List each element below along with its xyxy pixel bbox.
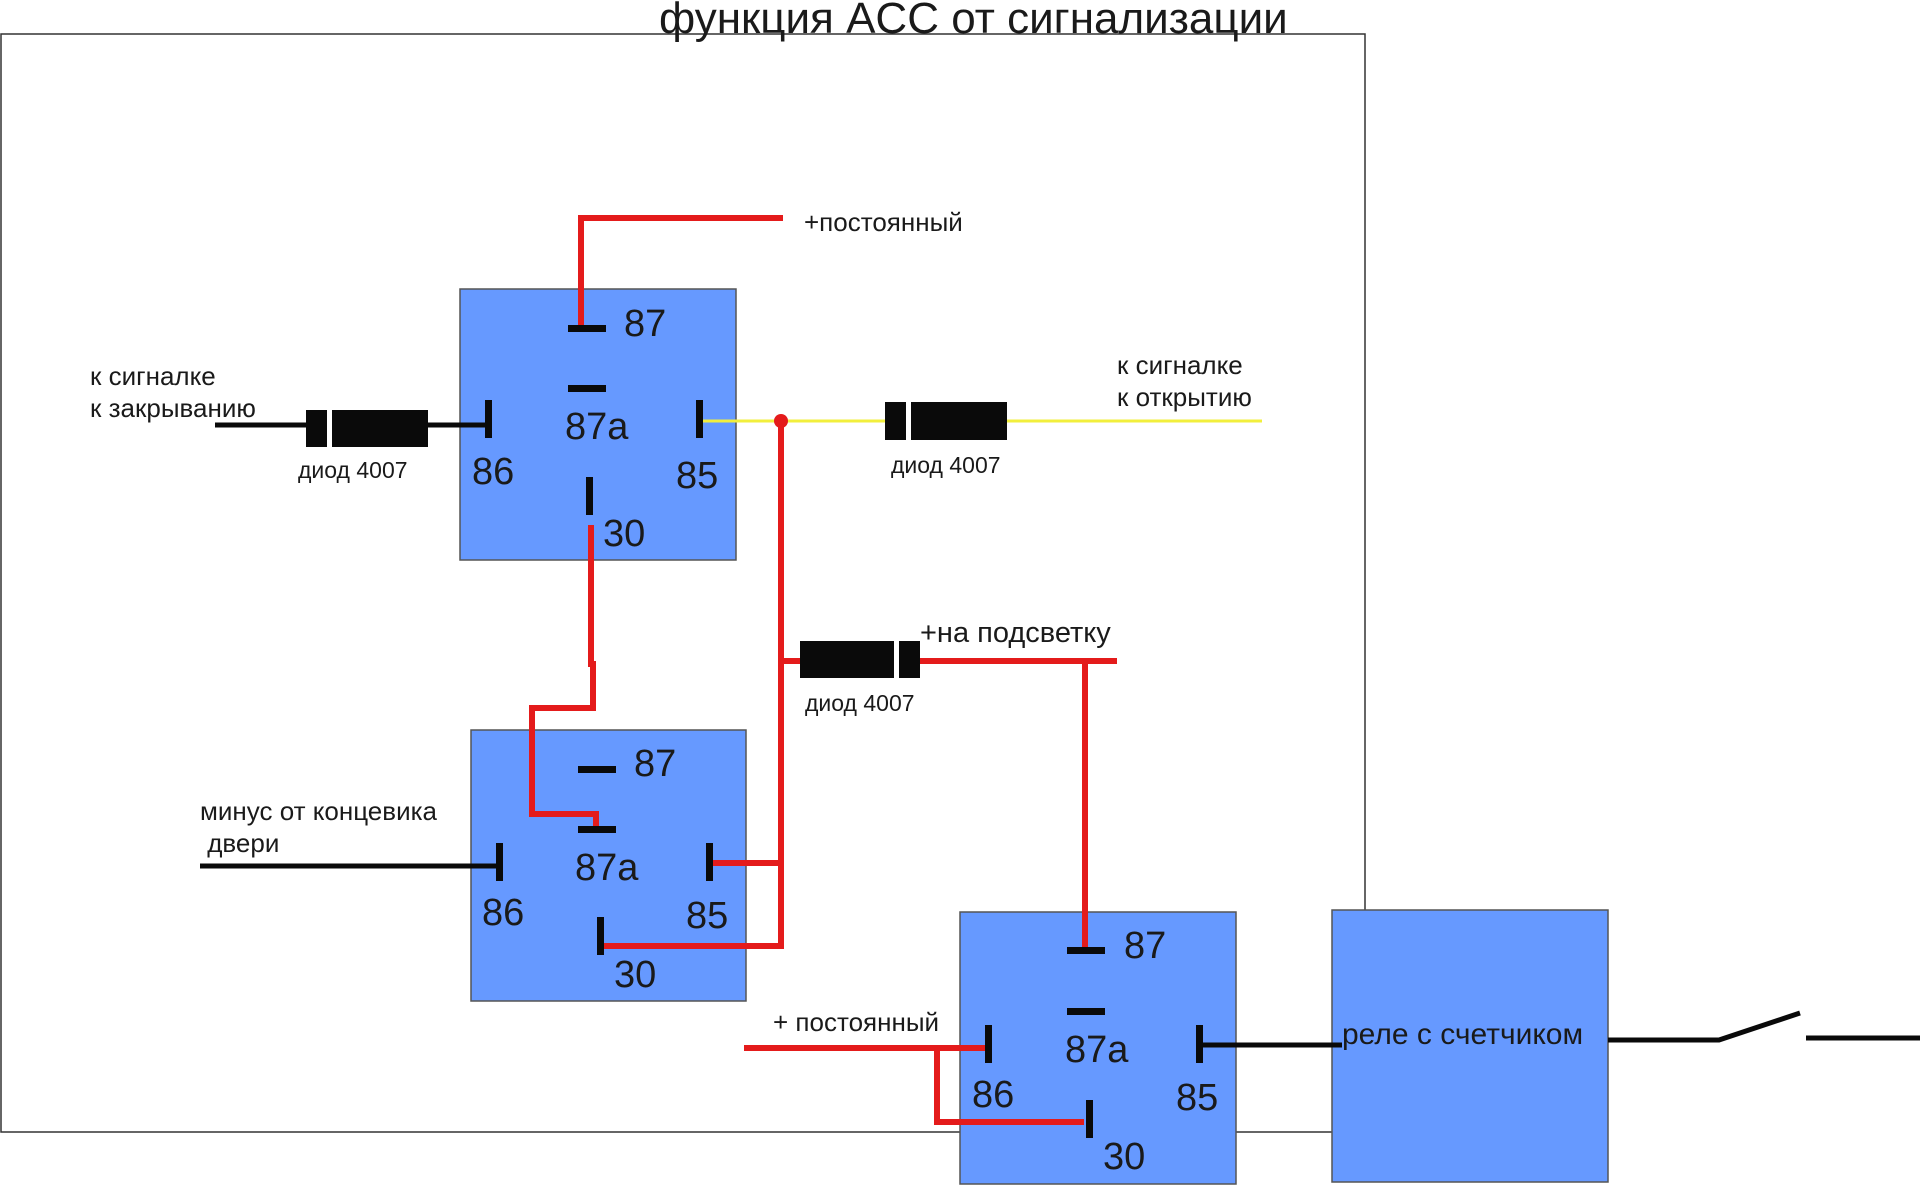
relay1-pin-30	[586, 477, 593, 515]
relay1-pin-86	[485, 400, 492, 438]
relay3-label-86: 86	[972, 1074, 1014, 1116]
diode-unlock	[885, 402, 1007, 440]
wire-counter-output	[1608, 1010, 1801, 1043]
relay3-pin-30	[1086, 1100, 1093, 1138]
diagram-frame	[0, 33, 1366, 1133]
label-alarm-unlock-line1: к сигналке	[1117, 350, 1243, 380]
diode-lock-label: диод 4007	[298, 457, 408, 483]
diode-backlight-label: диод 4007	[805, 690, 915, 716]
relay3-label-87: 87	[1124, 925, 1166, 967]
relay2-pin-85	[706, 843, 713, 881]
relay3-label-87a: 87a	[1065, 1029, 1129, 1071]
relay2-label-87: 87	[634, 743, 676, 785]
relay1-label-86: 86	[472, 451, 514, 493]
label-alarm-unlock-line2: к открытию	[1117, 382, 1252, 412]
relay3-label-85: 85	[1176, 1077, 1218, 1119]
relay1-pin-87	[568, 325, 606, 332]
wire-constant-plus-to-relay1-87	[578, 215, 783, 328]
relay-3	[959, 911, 1237, 1185]
relay-1	[459, 288, 737, 561]
wire-junction-to-relay2-30	[600, 421, 784, 949]
label-backlight-plus: +на подсветку	[920, 617, 1111, 649]
relay3-pin-85	[1196, 1025, 1203, 1063]
relay2-pin-86	[496, 843, 503, 881]
relay1-label-85: 85	[676, 455, 718, 497]
label-door-switch-line1: минус от концевика	[200, 796, 438, 826]
relay2-label-86: 86	[482, 892, 524, 934]
label-alarm-lock-line1: к сигналке	[90, 361, 216, 391]
relay2-label-87a: 87a	[575, 847, 639, 889]
relay2-pin-30	[597, 917, 604, 955]
wire-relay3-86-to-30	[934, 1048, 1084, 1125]
relay1-label-30: 30	[603, 513, 645, 555]
relay2-label-85: 85	[686, 895, 728, 937]
relay1-pin-87a	[568, 385, 606, 392]
diagram-title: функция ACC от сигнализации	[659, 0, 1288, 43]
counter-relay-label: реле с счетчиком	[1342, 1018, 1583, 1051]
relay1-label-87a: 87a	[565, 406, 629, 448]
relay2-pin-87	[578, 766, 616, 773]
relay3-pin-86	[985, 1025, 992, 1063]
relay1-label-87: 87	[624, 303, 666, 345]
label-constant-plus-bottom: + постоянный	[773, 1007, 939, 1037]
relay2-pin-87a	[578, 826, 616, 833]
relay3-pin-87a	[1067, 1008, 1105, 1015]
relay3-pin-87	[1067, 947, 1105, 954]
label-alarm-lock-line2: к закрыванию	[90, 393, 256, 423]
diode-lock	[306, 410, 428, 447]
wire-relay1-30-to-relay2-87a	[529, 525, 599, 829]
relay2-label-30: 30	[614, 954, 656, 996]
relay1-pin-85	[696, 400, 703, 438]
relay-2	[470, 729, 747, 1002]
relay3-label-30: 30	[1103, 1136, 1145, 1178]
diode-unlock-label: диод 4007	[891, 452, 1001, 478]
label-door-switch-line2: двери	[200, 828, 279, 858]
label-constant-plus-top: +постоянный	[804, 207, 963, 237]
wire-junction-dot	[774, 414, 788, 428]
diode-backlight	[800, 641, 920, 678]
